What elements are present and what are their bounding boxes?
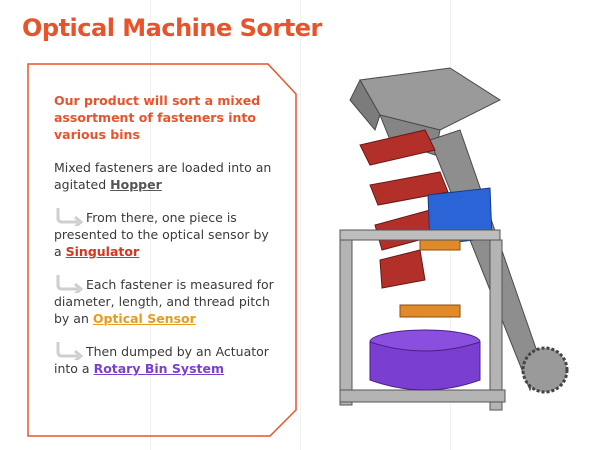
step-hopper: Mixed fasteners are loaded into an agita… xyxy=(54,159,274,193)
singulator-tray xyxy=(369,171,449,206)
frame-leg xyxy=(489,239,503,411)
arrow-return-icon xyxy=(56,275,84,293)
step-text: Each fastener is measured for diameter, … xyxy=(54,277,274,326)
hopper-link[interactable]: Hopper xyxy=(110,177,162,192)
grid-line xyxy=(300,0,301,450)
step-bin: Then dumped by an Actuator into a Rotary… xyxy=(54,340,274,377)
step-sensor: Each fastener is measured for diameter, … xyxy=(54,273,274,327)
hopper-shape xyxy=(359,67,502,131)
grid-line xyxy=(150,0,151,450)
page-title: Optical Machine Sorter xyxy=(22,14,322,42)
hopper-side xyxy=(349,78,381,132)
arrow-return-icon xyxy=(56,342,84,360)
sensor-mount xyxy=(419,239,461,251)
rotary-bin xyxy=(369,341,481,391)
rotary-bin-link[interactable]: Rotary Bin System xyxy=(93,361,224,376)
drive-gear xyxy=(521,346,569,394)
arrow-return-icon xyxy=(56,208,84,226)
actuator-plate xyxy=(399,304,461,318)
frame-top xyxy=(339,229,501,241)
frame-base xyxy=(339,389,506,403)
description-panel: Our product will sort a mixed assortment… xyxy=(54,92,274,390)
singulator-tray xyxy=(379,249,426,289)
singulator-link[interactable]: Singulator xyxy=(65,244,140,259)
headline: Our product will sort a mixed assortment… xyxy=(54,93,261,142)
singulator-tray xyxy=(359,129,436,166)
step-singulator: From there, one piece is presented to th… xyxy=(54,206,274,260)
frame-leg xyxy=(339,229,353,406)
step-text: From there, one piece is presented to th… xyxy=(54,210,269,259)
optical-sensor-link[interactable]: Optical Sensor xyxy=(92,311,196,326)
step-text: Then dumped by an Actuator into a xyxy=(54,344,269,376)
machine-illustration xyxy=(339,67,569,411)
step-text: Mixed fasteners are loaded into an agita… xyxy=(54,160,272,192)
text-panel-border xyxy=(27,63,297,437)
